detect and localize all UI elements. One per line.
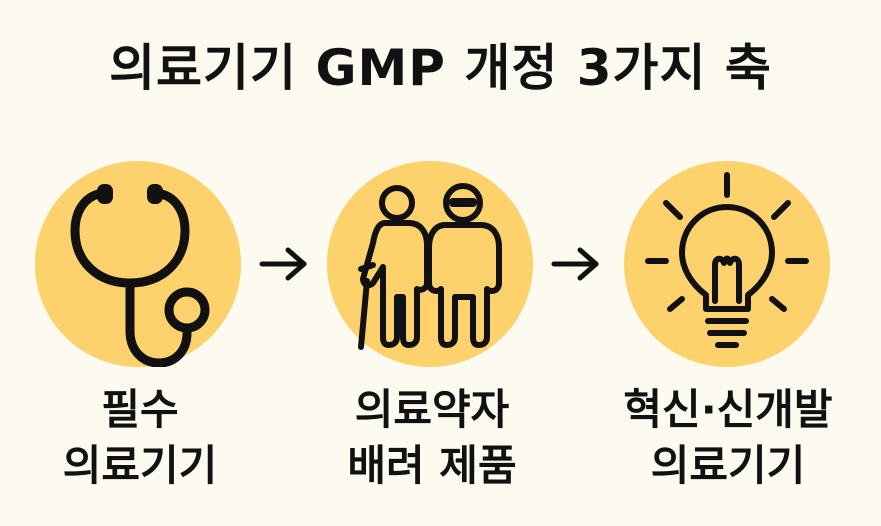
step-2-circle bbox=[327, 161, 533, 367]
step-1-label: 필수 의료기기 bbox=[10, 382, 270, 494]
lightbulb-icon bbox=[624, 161, 830, 367]
arrow-right-icon bbox=[551, 247, 599, 281]
step-1-circle bbox=[35, 161, 241, 367]
step-1-label-line-2: 의료기기 bbox=[62, 441, 218, 490]
elderly-and-visually-impaired-people-icon bbox=[327, 161, 533, 367]
step-3-label: 혁신·신개발 의료기기 bbox=[598, 382, 858, 494]
diagram-title: 의료기기 GMP 개정 3가지 축 bbox=[109, 39, 772, 97]
step-3-label-line-2: 의료기기 bbox=[650, 441, 806, 490]
step-1-label-line-1: 필수 bbox=[101, 385, 179, 434]
step-3-circle bbox=[624, 161, 830, 367]
step-2-label: 의료약자 배려 제품 bbox=[302, 382, 562, 494]
step-2-label-line-2: 배려 제품 bbox=[347, 441, 517, 490]
step-2-label-line-1: 의료약자 bbox=[354, 385, 510, 434]
step-3-label-line-1: 혁신·신개발 bbox=[623, 385, 833, 434]
arrow-right-icon bbox=[259, 247, 307, 281]
stethoscope-icon bbox=[35, 161, 241, 367]
